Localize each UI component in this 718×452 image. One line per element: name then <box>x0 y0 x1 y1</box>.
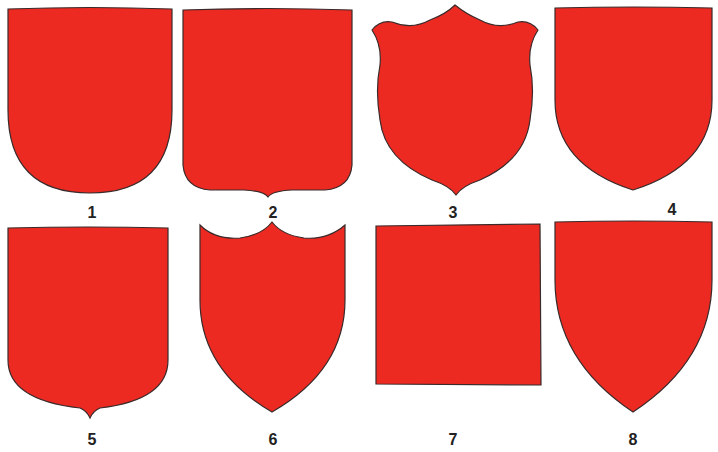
callout-number: 5 <box>88 432 97 448</box>
callout-number: 7 <box>449 432 458 448</box>
callout-number: 6 <box>269 432 278 448</box>
pointed-shield <box>555 221 712 412</box>
callout-number: 2 <box>269 205 278 221</box>
callout-number: 8 <box>629 432 638 448</box>
notched-shield <box>200 222 345 412</box>
callout-number: 3 <box>449 205 458 221</box>
callout-number: 1 <box>88 205 97 221</box>
square-banner <box>376 224 541 385</box>
pointed-square-shield <box>8 227 168 418</box>
round-shield <box>8 8 172 194</box>
callout-number: 4 <box>668 202 677 218</box>
ornate-shield <box>372 5 538 195</box>
square-shield <box>183 9 352 198</box>
heater-shield <box>555 7 712 190</box>
